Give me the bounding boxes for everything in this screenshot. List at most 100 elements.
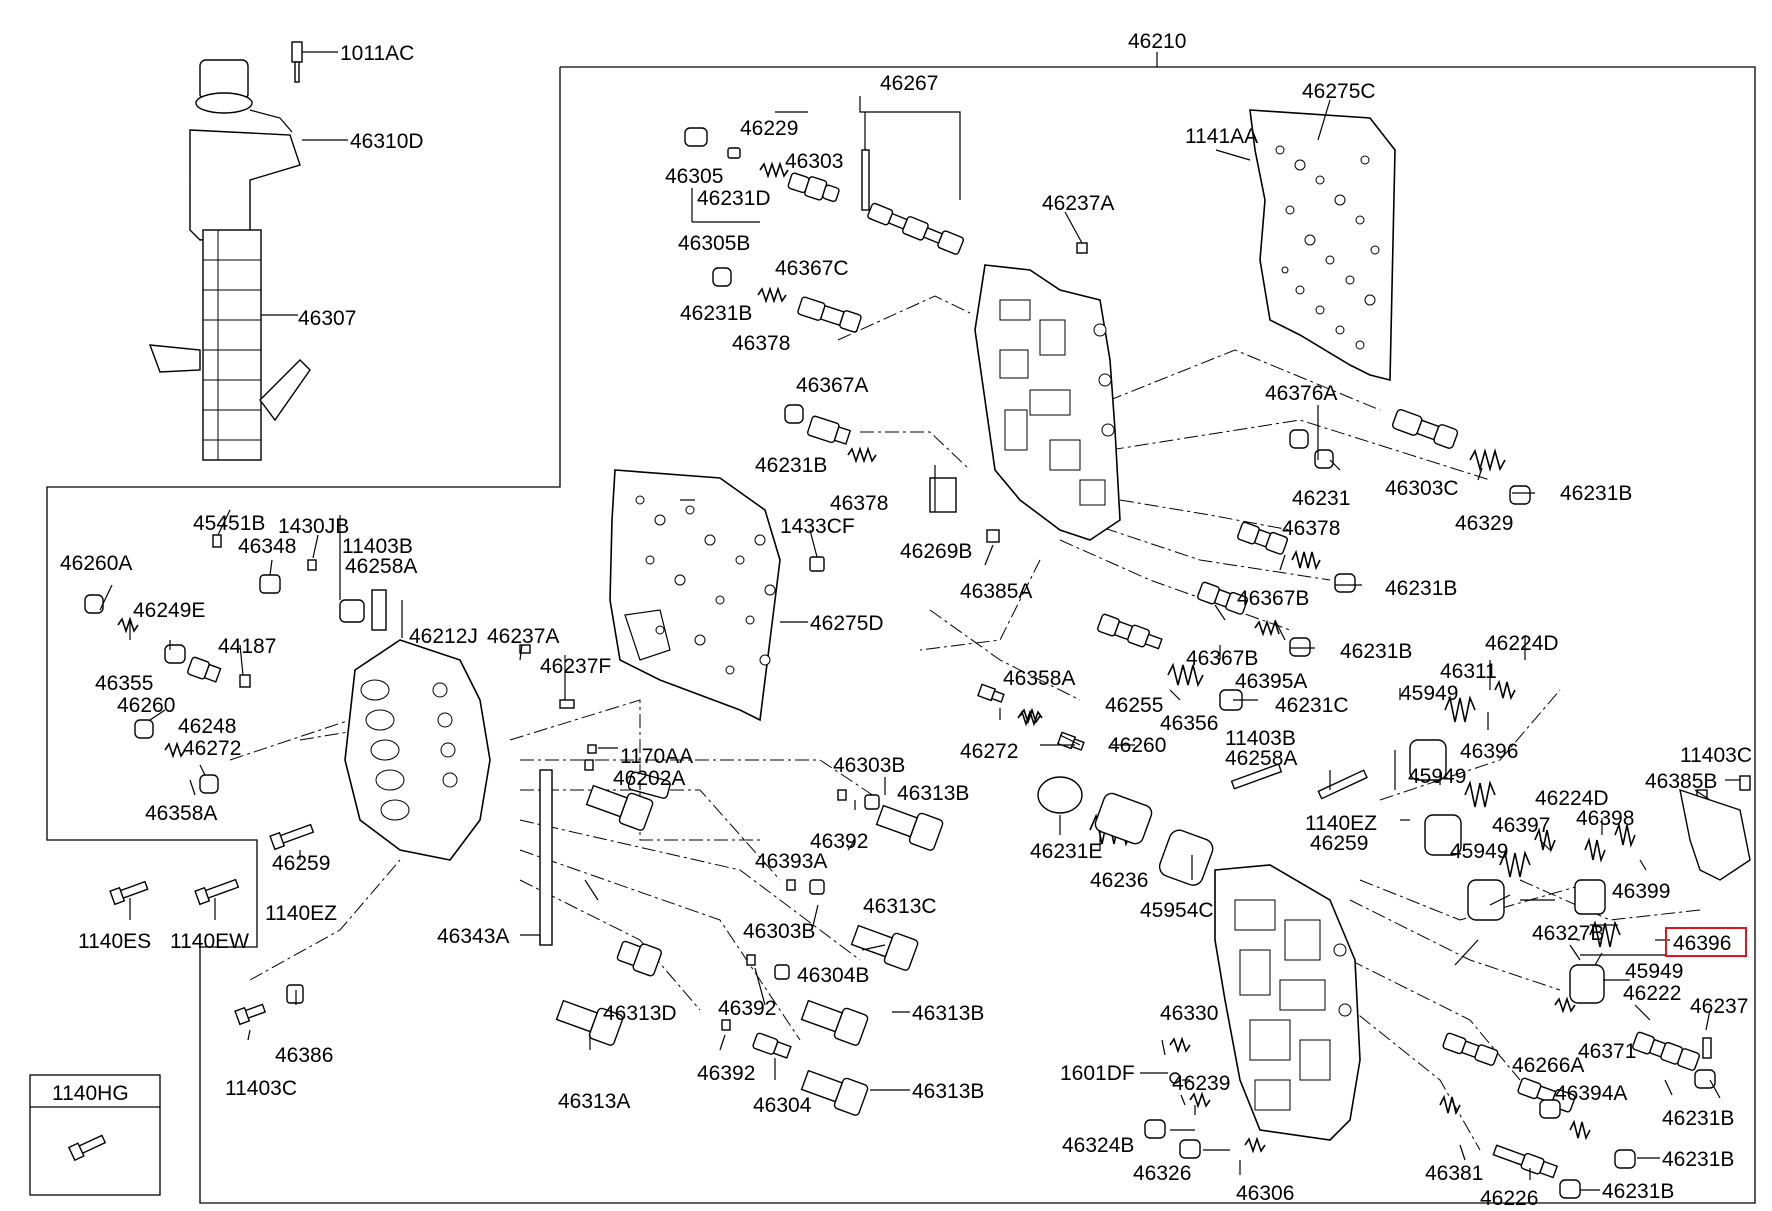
- label-11403C: 11403C: [1680, 744, 1752, 767]
- solenoid-valves: [555, 784, 944, 1116]
- hardware-box: [29, 1074, 161, 1196]
- label-46367B: 46367B: [1186, 647, 1258, 670]
- label-46367C: 46367C: [775, 257, 849, 280]
- label-46398: 46398: [1576, 807, 1634, 830]
- label-46310D: 46310D: [350, 130, 424, 153]
- label-11403C: 11403C: [225, 1077, 297, 1100]
- label-46231B: 46231B: [1385, 577, 1457, 600]
- label-46343A: 46343A: [437, 925, 509, 948]
- label-46269B: 46269B: [900, 540, 972, 563]
- label-46399: 46399: [1612, 880, 1670, 903]
- label-46306: 46306: [1236, 1182, 1294, 1205]
- label-46258A: 46258A: [1225, 747, 1297, 770]
- label-46224D: 46224D: [1485, 632, 1559, 655]
- label-46237A: 46237A: [487, 625, 559, 648]
- label-46260: 46260: [117, 694, 175, 717]
- label-46202A: 46202A: [613, 767, 685, 790]
- label-46305B: 46305B: [678, 232, 750, 255]
- spools-and-plugs: [84, 127, 1751, 1199]
- label-46326: 46326: [1133, 1162, 1191, 1185]
- label-46303: 46303: [785, 150, 843, 173]
- label-46313A: 46313A: [558, 1090, 630, 1113]
- label-46305: 46305: [665, 165, 723, 188]
- label-46355: 46355: [95, 672, 153, 695]
- label-46381: 46381: [1425, 1162, 1483, 1185]
- label-46266A: 46266A: [1512, 1054, 1584, 1077]
- assembly-frame: [46, 52, 1756, 1204]
- leader-lines: [99, 51, 1740, 1191]
- label-46231B: 46231B: [755, 454, 827, 477]
- label-46236: 46236: [1090, 869, 1148, 892]
- label-46259: 46259: [1310, 832, 1368, 855]
- label-46237: 46237: [1690, 995, 1748, 1018]
- label-46239: 46239: [1172, 1072, 1230, 1095]
- label-46303B: 46303B: [833, 754, 905, 777]
- label-45949: 45949: [1450, 840, 1508, 863]
- label-46393A: 46393A: [755, 850, 827, 873]
- label-46272: 46272: [960, 740, 1018, 763]
- label-46396: 46396: [1460, 740, 1518, 763]
- label-1140HG: 1140HG: [52, 1082, 129, 1105]
- label-46386: 46386: [275, 1044, 333, 1067]
- label-46237F: 46237F: [540, 655, 611, 678]
- label-46231D: 46231D: [697, 187, 771, 210]
- label-46267: 46267: [880, 72, 938, 95]
- label-1140ES: 1140ES: [78, 930, 151, 953]
- solenoid-harness-46307: [148, 41, 311, 461]
- label-46231C: 46231C: [1275, 694, 1349, 717]
- label-46397: 46397: [1492, 814, 1550, 837]
- label-46307: 46307: [298, 307, 356, 330]
- label-46272: 46272: [183, 737, 241, 760]
- label-46313B: 46313B: [912, 1002, 984, 1025]
- part-number-labels: 46210 1011AC 46310D 46307 46267 46229 46…: [52, 30, 1752, 1210]
- label-1433CF: 1433CF: [780, 515, 855, 538]
- label-46378: 46378: [732, 332, 790, 355]
- label-46275D: 46275D: [810, 612, 884, 635]
- label-46313B: 46313B: [912, 1080, 984, 1103]
- label-46313C: 46313C: [863, 895, 937, 918]
- highlight-box-46396: [1665, 927, 1747, 957]
- label-46275C: 46275C: [1302, 80, 1376, 103]
- label-1170AA: 1170AA: [620, 745, 693, 768]
- label-45949: 45949: [1408, 765, 1466, 788]
- label-46255: 46255: [1105, 694, 1163, 717]
- label-46231B: 46231B: [1560, 482, 1632, 505]
- label-46231E: 46231E: [1030, 840, 1102, 863]
- label-46378: 46378: [830, 492, 888, 515]
- separator-plate-46275D: [609, 469, 781, 722]
- label-46392: 46392: [718, 997, 776, 1020]
- label-46396-highlighted: 46396: [1673, 932, 1731, 955]
- label-1140EZ: 1140EZ: [1305, 812, 1377, 835]
- upper-valve-body: [974, 264, 1121, 541]
- label-1601DF: 1601DF: [1060, 1062, 1135, 1085]
- label-46259: 46259: [272, 852, 330, 875]
- label-46330: 46330: [1160, 1002, 1218, 1025]
- label-45451B: 45451B: [193, 512, 265, 535]
- label-11403B: 11403B: [1225, 727, 1296, 750]
- lower-valve-body: [1214, 864, 1361, 1141]
- separator-plate-46275C: [1249, 109, 1396, 382]
- label-46324B: 46324B: [1062, 1134, 1134, 1157]
- label-46304B: 46304B: [797, 964, 869, 987]
- label-46231B: 46231B: [1662, 1107, 1734, 1130]
- label-1430JB: 1430JB: [278, 515, 349, 538]
- label-46356: 46356: [1160, 712, 1218, 735]
- label-46367B: 46367B: [1237, 587, 1309, 610]
- label-46260A: 46260A: [60, 552, 132, 575]
- label-46358A: 46358A: [145, 802, 217, 825]
- label-46260: 46260: [1108, 734, 1166, 757]
- label-46231B: 46231B: [1340, 640, 1412, 663]
- label-45949: 45949: [1400, 682, 1458, 705]
- label-46395A: 46395A: [1235, 670, 1307, 693]
- label-45949: 45949: [1625, 960, 1683, 983]
- label-46378: 46378: [1282, 517, 1340, 540]
- label-46329: 46329: [1455, 512, 1513, 535]
- label-46385A: 46385A: [960, 580, 1032, 603]
- label-46303B: 46303B: [743, 920, 815, 943]
- label-46311: 46311: [1440, 660, 1497, 683]
- label-46222: 46222: [1623, 982, 1681, 1005]
- label-46313D: 46313D: [603, 1002, 677, 1025]
- label-46231B: 46231B: [1602, 1180, 1674, 1203]
- label-46327B: 46327B: [1532, 922, 1604, 945]
- label-46231: 46231: [1292, 487, 1350, 510]
